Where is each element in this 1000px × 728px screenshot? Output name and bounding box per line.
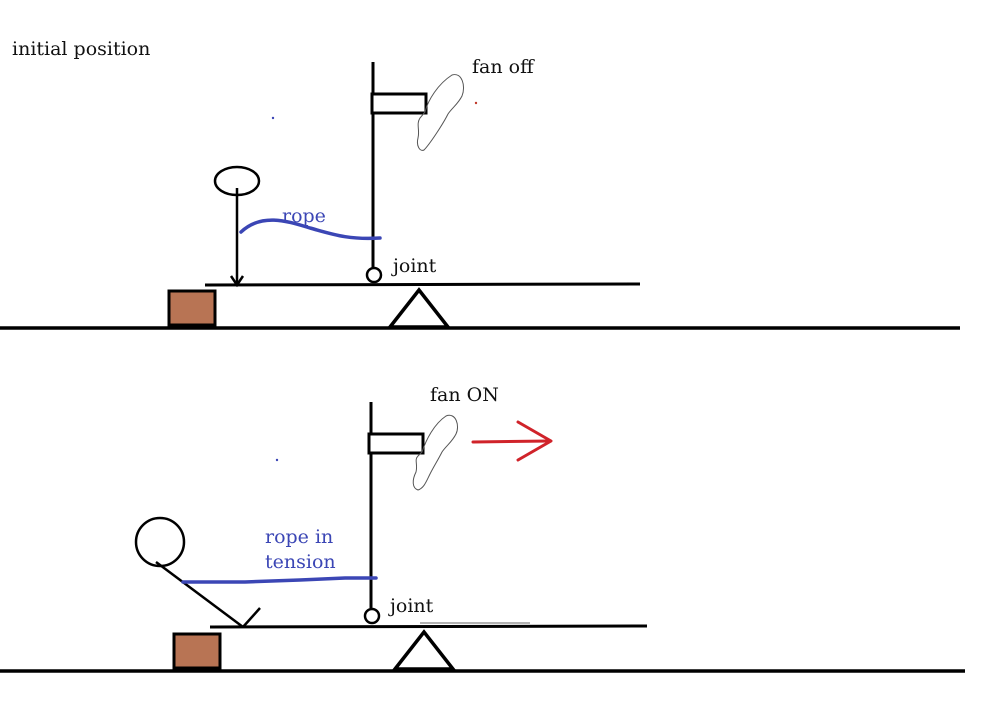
fulcrum-triangle bbox=[386, 287, 452, 329]
joint-label: joint bbox=[391, 255, 437, 277]
rope-label: rope bbox=[282, 205, 326, 227]
fan-status-label: fan off bbox=[472, 56, 535, 78]
ball-circle bbox=[134, 516, 186, 568]
fan-status-label: fan ON bbox=[430, 384, 499, 406]
lever-beam bbox=[204, 282, 641, 287]
rope-line bbox=[239, 218, 382, 241]
fan-box bbox=[370, 92, 428, 115]
blue-dot-mark bbox=[275, 458, 279, 462]
fan-cloth-outline bbox=[412, 414, 459, 491]
red-dot-mark bbox=[474, 101, 478, 105]
arrow-head-icon bbox=[242, 607, 261, 628]
ball-rod bbox=[155, 560, 244, 629]
fan-box bbox=[367, 432, 425, 455]
down-arrow-head-icon bbox=[229, 275, 245, 288]
rope-line bbox=[181, 576, 378, 584]
title-label: initial position bbox=[12, 38, 150, 60]
blue-dot-mark bbox=[271, 116, 275, 120]
panel-fan-on: joint fan ON rope in tension bbox=[0, 384, 965, 673]
lever-beam bbox=[209, 624, 648, 629]
fan-cloth-outline bbox=[417, 74, 465, 151]
fulcrum-triangle bbox=[391, 629, 457, 671]
joint-circle bbox=[365, 266, 383, 284]
counterweight-box bbox=[172, 632, 222, 670]
rope-label-line-1: rope in bbox=[265, 526, 333, 548]
joint-label: joint bbox=[388, 595, 434, 617]
counterweight-box bbox=[167, 289, 217, 327]
wind-right-arrow-icon bbox=[471, 420, 553, 462]
panel-initial: initial position joint fan off rope bbox=[0, 38, 960, 330]
joint-circle bbox=[363, 607, 381, 625]
rope-label-line-2: tension bbox=[265, 551, 336, 573]
